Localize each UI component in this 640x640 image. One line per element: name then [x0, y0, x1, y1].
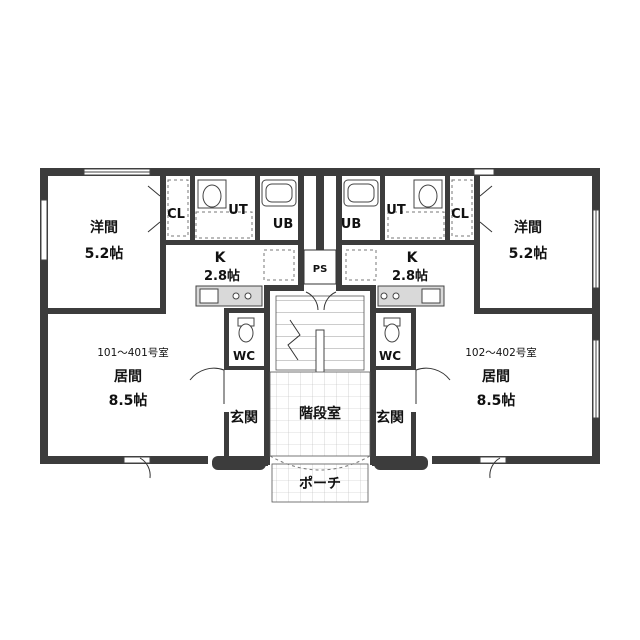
interior-walls-east: [336, 176, 592, 470]
pipe-space-label: PS: [313, 264, 328, 275]
west-utility-label: UT: [228, 203, 248, 218]
east-living-label: 居間: [482, 369, 510, 385]
porch-label: ポーチ: [299, 475, 341, 492]
west-bath-label: UB: [273, 217, 293, 232]
west-unit-numbers: 101～401号室: [97, 346, 169, 359]
east-living-size: 8.5帖: [477, 392, 516, 409]
east-entrance-label: 玄関: [376, 409, 404, 426]
east-kitchen-size: 2.8帖: [392, 268, 428, 284]
west-kitchen-size: 2.8帖: [204, 268, 240, 284]
east-utility-label: UT: [386, 203, 406, 218]
west-bedroom-size: 5.2帖: [85, 245, 124, 262]
east-bedroom-size: 5.2帖: [509, 245, 548, 262]
west-toilet-label: WC: [233, 349, 255, 363]
windows: [40, 168, 600, 464]
fixtures: [167, 179, 473, 343]
west-closet-label: CL: [167, 207, 185, 222]
west-entrance-label: 玄関: [230, 409, 258, 426]
room-labels: 洋間 5.2帖 洋間 5.2帖 CL CL UT UT UB UB K 2.8帖…: [85, 203, 548, 492]
west-living-size: 8.5帖: [109, 392, 148, 409]
east-unit-numbers: 102～402号室: [465, 346, 537, 359]
west-bedroom-label: 洋間: [90, 219, 118, 236]
interior-walls-west: [48, 176, 304, 470]
west-living-label: 居間: [114, 369, 142, 385]
east-closet-label: CL: [451, 207, 469, 222]
stairwell-structure: [269, 176, 371, 503]
east-kitchen-label: K: [407, 250, 419, 266]
stairwell-label: 階段室: [299, 405, 341, 422]
east-toilet-label: WC: [379, 349, 401, 363]
west-kitchen-label: K: [215, 250, 227, 266]
east-bedroom-label: 洋間: [514, 219, 542, 236]
doors: [139, 185, 501, 479]
east-bath-label: UB: [341, 217, 361, 232]
